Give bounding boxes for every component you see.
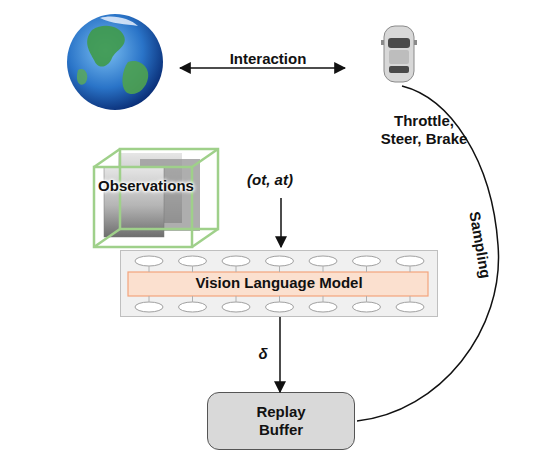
flow-arrow bbox=[279, 317, 281, 392]
interaction-arrow bbox=[180, 67, 345, 69]
earth-globe bbox=[67, 14, 163, 110]
sampling-label: Sampling bbox=[464, 204, 496, 286]
node-text: Observations bbox=[90, 177, 202, 195]
edge-label: δ bbox=[248, 345, 278, 363]
node-text: Replay Buffer bbox=[245, 403, 317, 439]
model-block: Vision Language Model bbox=[120, 250, 438, 317]
input-arrow bbox=[280, 198, 282, 247]
car-top-view bbox=[381, 26, 417, 82]
cube-outline bbox=[90, 145, 222, 249]
node-text: Vision Language Model bbox=[129, 274, 429, 292]
interaction-label: Interaction bbox=[218, 50, 318, 68]
controls-label: Throttle, Steer, Brake bbox=[378, 112, 470, 148]
input-label: (ot, at) bbox=[225, 171, 315, 189]
observations-cube: Observations bbox=[90, 145, 222, 249]
buffer-box: Replay Buffer bbox=[207, 392, 355, 450]
